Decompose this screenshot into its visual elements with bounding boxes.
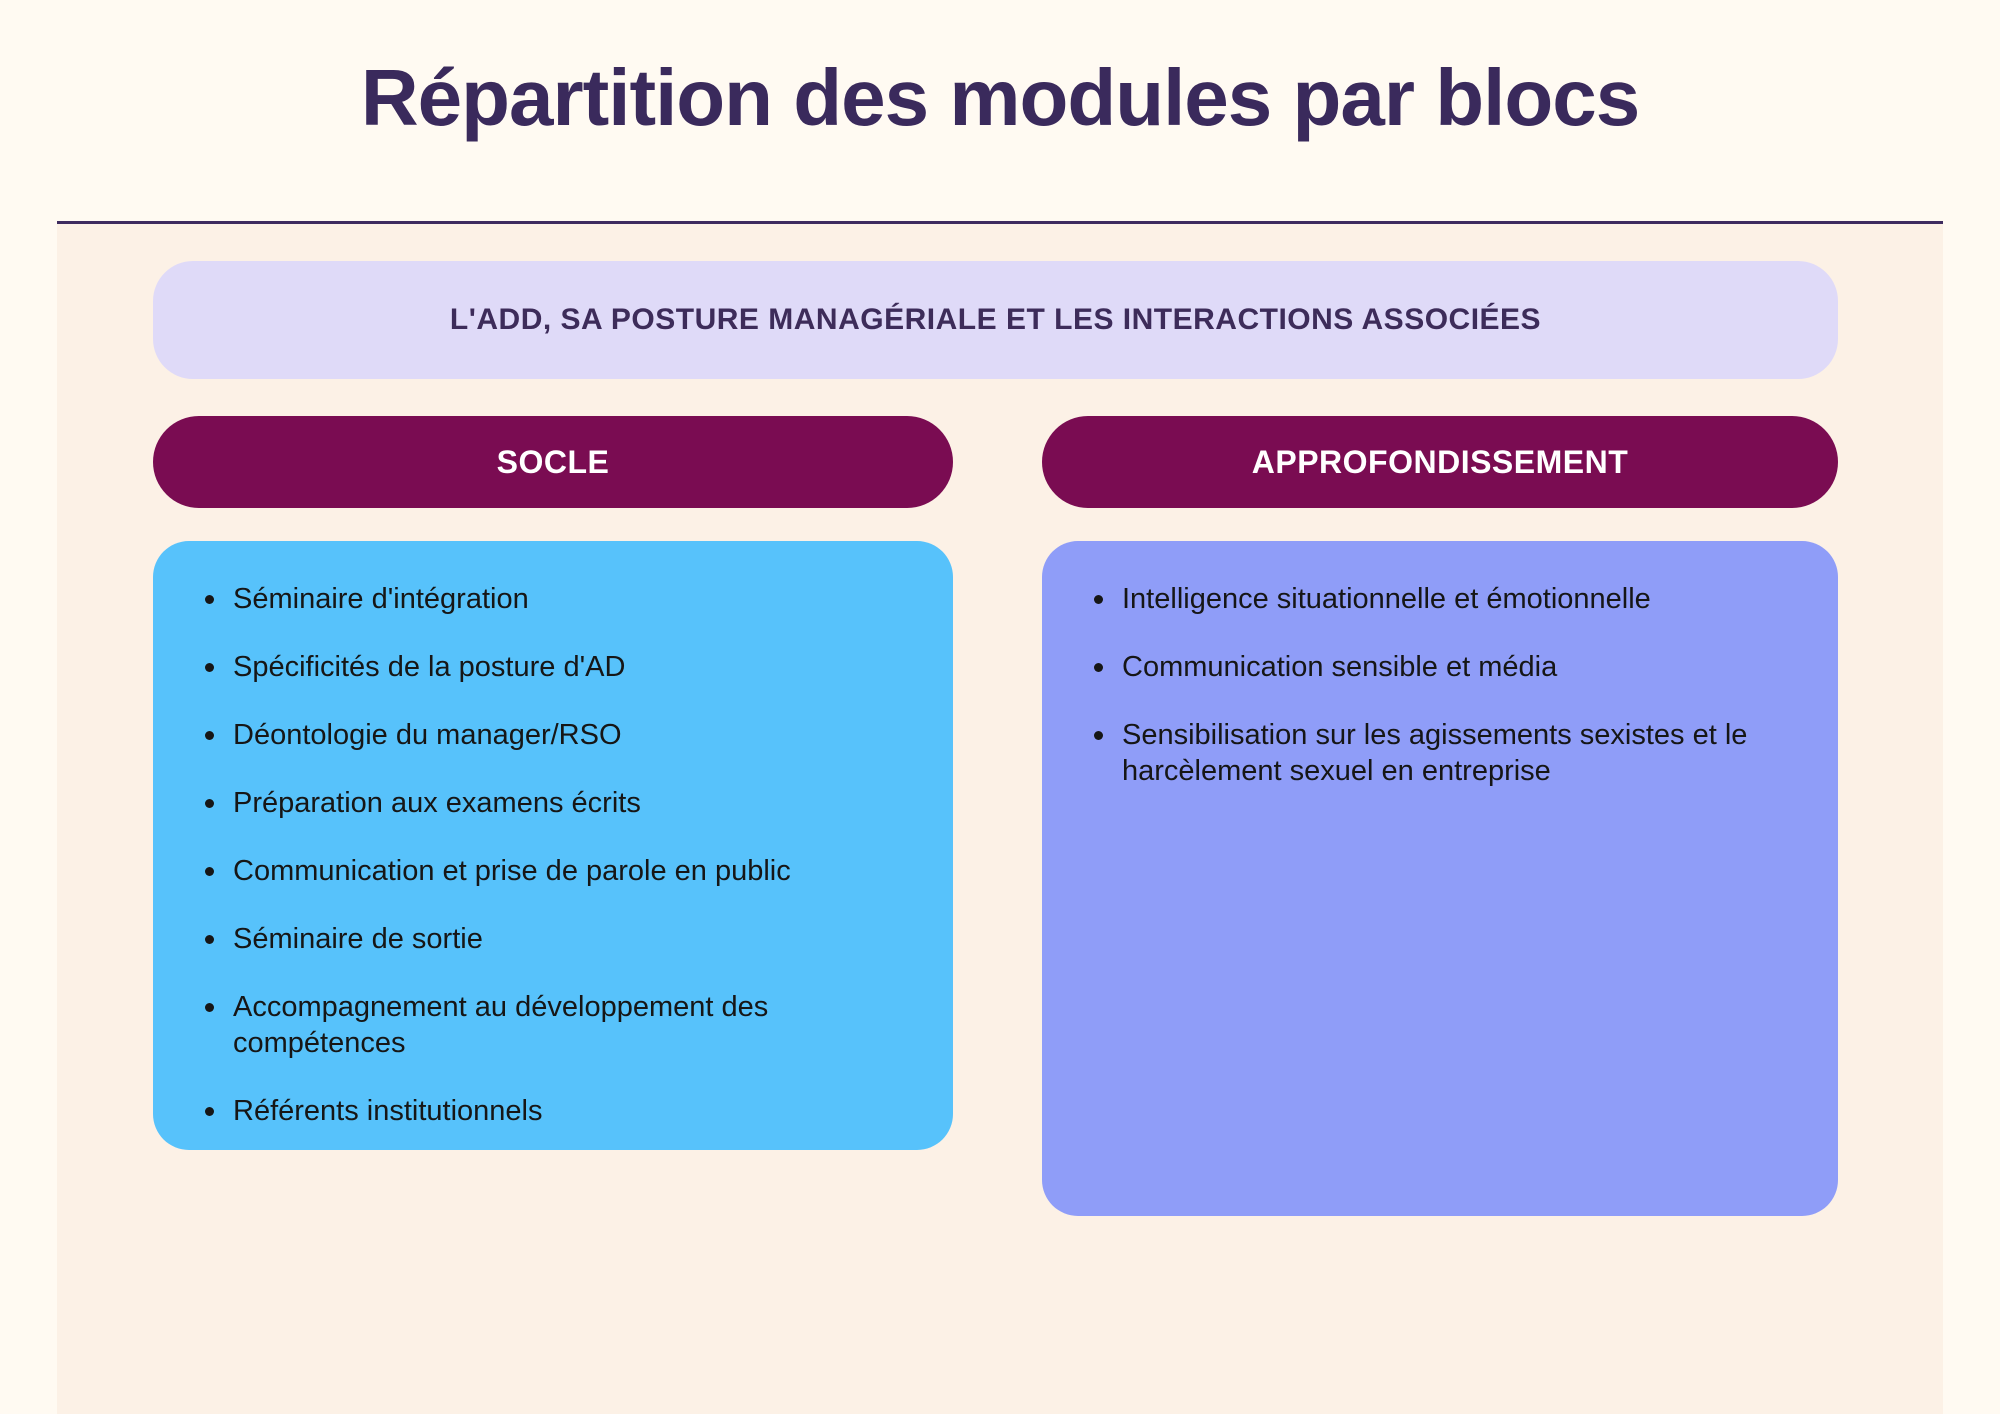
bullet-icon (205, 935, 214, 944)
approfondissement-modules-box: Intelligence situationnelle et émotionne… (1042, 541, 1838, 1216)
module-item: Séminaire de sortie (205, 921, 917, 957)
bullet-icon (205, 1107, 214, 1116)
module-item: Accompagnement au développement des comp… (205, 989, 917, 1061)
module-item: Communication et prise de parole en publ… (205, 853, 917, 889)
module-item-label: Séminaire d'intégration (233, 583, 529, 615)
bullet-icon (205, 595, 214, 604)
module-item: Spécificités de la posture d'AD (205, 649, 917, 685)
module-item: Communication sensible et média (1094, 649, 1802, 685)
approfondissement-header-label: APPROFONDISSEMENT (1251, 443, 1629, 480)
module-item-label: Communication sensible et média (1122, 651, 1558, 683)
socle-header-label: SOCLE (496, 443, 610, 480)
module-item-label: Référents institutionnels (233, 1095, 543, 1127)
column-approfondissement: APPROFONDISSEMENT Intelligence situation… (1042, 416, 1838, 1216)
block-title-banner: L'ADD, SA POSTURE MANAGÉRIALE ET LES INT… (153, 261, 1838, 379)
module-item: Séminaire d'intégration (205, 581, 917, 617)
module-item: Référents institutionnels (205, 1093, 917, 1129)
module-item-label: Intelligence situationnelle et émotionne… (1122, 583, 1651, 615)
module-item: Sensibilisation sur les agissements sexi… (1094, 717, 1802, 789)
bullet-icon (205, 731, 214, 740)
page-title: Répartition des modules par blocs (360, 53, 1640, 142)
module-item-label: Déontologie du manager/RSO (233, 719, 622, 751)
content-panel: L'ADD, SA POSTURE MANAGÉRIALE ET LES INT… (57, 221, 1943, 1414)
bullet-icon (1094, 595, 1103, 604)
module-item-label: Spécificités de la posture d'AD (233, 651, 626, 683)
approfondissement-module-list: Intelligence situationnelle et émotionne… (1094, 581, 1802, 789)
bullet-icon (205, 799, 214, 808)
socle-modules-box: Séminaire d'intégration Spécificités de … (153, 541, 953, 1150)
module-item-label: Sensibilisation sur les agissements sexi… (1122, 719, 1748, 787)
module-item: Préparation aux examens écrits (205, 785, 917, 821)
bullet-icon (205, 867, 214, 876)
banner-label: L'ADD, SA POSTURE MANAGÉRIALE ET LES INT… (449, 303, 1542, 336)
module-item: Intelligence situationnelle et émotionne… (1094, 581, 1802, 617)
bullet-icon (1094, 731, 1103, 740)
socle-header-pill: SOCLE (153, 416, 953, 508)
approfondissement-header-pill: APPROFONDISSEMENT (1042, 416, 1838, 508)
module-item-label: Communication et prise de parole en publ… (233, 855, 791, 887)
module-item-label: Accompagnement au développement des comp… (233, 991, 769, 1059)
bullet-icon (1094, 663, 1103, 672)
bullet-icon (205, 663, 214, 672)
module-item: Déontologie du manager/RSO (205, 717, 917, 753)
module-item-label: Préparation aux examens écrits (233, 787, 641, 819)
column-socle: SOCLE Séminaire d'intégration Spécificit… (153, 416, 953, 1150)
module-item-label: Séminaire de sortie (233, 923, 483, 955)
socle-module-list: Séminaire d'intégration Spécificités de … (205, 581, 917, 1129)
bullet-icon (205, 1003, 214, 1012)
